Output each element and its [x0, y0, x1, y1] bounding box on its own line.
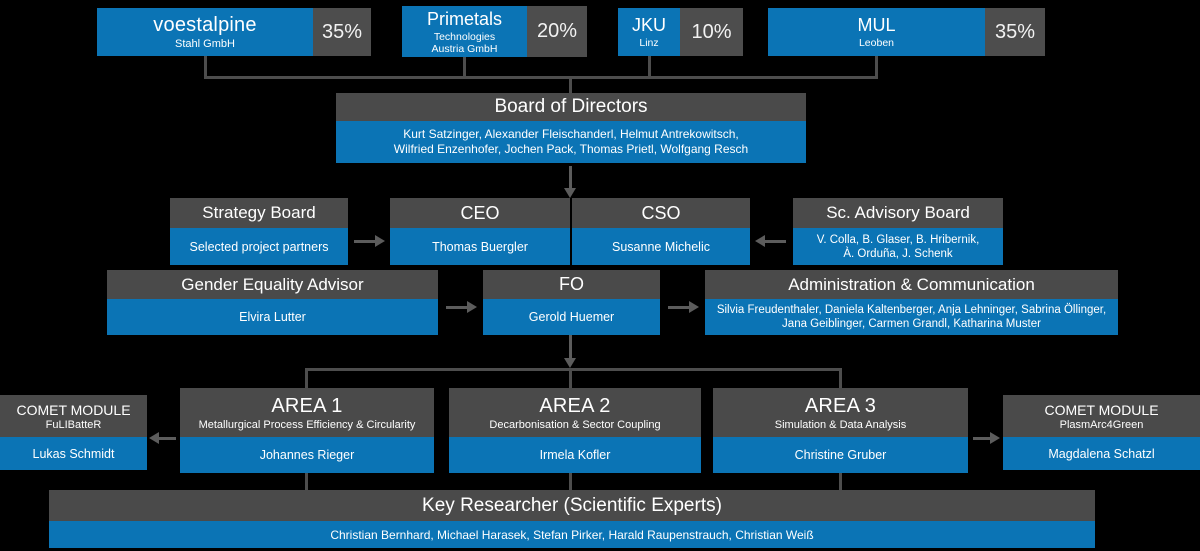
arrow-right-icon [668, 301, 699, 313]
strategy-board-box: Strategy Board Selected project partners [170, 198, 348, 265]
area1-subtitle: Metallurgical Process Efficiency & Circu… [198, 418, 416, 431]
shareholder-jku: JKU Linz [618, 8, 680, 56]
connector-line [569, 473, 572, 490]
key-researcher-title: Key Researcher (Scientific Experts) [422, 494, 722, 516]
share-percent-voestalpine: 35% [313, 8, 371, 56]
comet-left-title: COMET MODULE [16, 401, 131, 418]
connector-line [839, 473, 842, 490]
gender-equality-name: Elvira Lutter [239, 310, 306, 324]
gender-equality-title: Gender Equality Advisor [181, 274, 364, 294]
comet-left-name: Lukas Schmidt [32, 446, 115, 461]
area3-box: AREA 3 Simulation & Data Analysis Christ… [713, 388, 968, 473]
shareholder-mul: MUL Leoben [768, 8, 985, 56]
area3-name: Christine Gruber [794, 448, 887, 462]
ceo-name: Thomas Buergler [432, 239, 528, 254]
arrow-right-icon [354, 235, 385, 247]
ceo-box: CEO Thomas Buergler [390, 198, 570, 265]
ceo-title: CEO [460, 202, 500, 223]
fo-name: Gerold Huemer [528, 310, 615, 324]
shareholder-detail: Stahl GmbH [175, 37, 235, 50]
connector-line [305, 368, 308, 389]
share-percent-mul: 35% [985, 8, 1045, 56]
key-researcher-box: Key Researcher (Scientific Experts) Chri… [49, 490, 1095, 548]
cso-name: Susanne Michelic [612, 239, 710, 254]
advisory-board-members: V. Colla, B. Glaser, B. Hribernik, À. Or… [816, 233, 980, 260]
scientific-advisory-board-box: Sc. Advisory Board V. Colla, B. Glaser, … [793, 198, 1003, 265]
comet-left-subtitle: FuLIBatteR [45, 418, 102, 431]
shareholder-name: Primetals [426, 8, 502, 29]
connector-line [204, 56, 207, 79]
comet-right-title: COMET MODULE [1044, 401, 1159, 418]
shareholder-name: JKU [631, 15, 666, 35]
down-arrow-icon [564, 335, 576, 368]
arrow-left-icon [755, 235, 786, 247]
gender-equality-advisor-box: Gender Equality Advisor Elvira Lutter [107, 270, 438, 335]
board-of-directors-box: Board of Directors Kurt Satzinger, Alexa… [336, 93, 806, 163]
fo-box: FO Gerold Huemer [483, 270, 660, 335]
area1-box: AREA 1 Metallurgical Process Efficiency … [180, 388, 434, 473]
connector-line [839, 368, 842, 389]
arrow-right-icon [973, 432, 1000, 444]
fo-title: FO [559, 274, 584, 294]
strategy-board-members: Selected project partners [189, 239, 329, 254]
shareholder-name: MUL [857, 15, 896, 35]
shareholder-primetals: Primetals Technologies Austria GmbH [402, 6, 527, 57]
shareholder-detail: Leoben [858, 37, 895, 49]
connector-line [204, 76, 878, 79]
share-percent-jku: 10% [680, 8, 743, 56]
cso-title: CSO [641, 202, 681, 223]
shareholder-detail: Technologies Austria GmbH [431, 30, 498, 55]
area3-subtitle: Simulation & Data Analysis [774, 418, 907, 431]
area2-subtitle: Decarbonisation & Sector Coupling [489, 418, 661, 431]
connector-line [463, 57, 466, 79]
administration-communication-box: Administration & Communication Silvia Fr… [705, 270, 1118, 335]
area2-title: AREA 2 [539, 394, 611, 417]
shareholder-detail: Linz [639, 37, 659, 49]
connector-line [648, 56, 651, 79]
strategy-board-title: Strategy Board [202, 203, 316, 222]
board-title: Board of Directors [494, 96, 648, 117]
cso-box: CSO Susanne Michelic [572, 198, 750, 265]
area3-title: AREA 3 [804, 394, 877, 417]
administration-members: Silvia Freudenthaler, Daniela Kaltenberg… [716, 304, 1107, 330]
down-arrow-icon [564, 166, 576, 198]
key-researcher-members: Christian Bernhard, Michael Harasek, Ste… [330, 527, 814, 542]
connector-line [305, 368, 842, 371]
comet-module-plasmarc4green-box: COMET MODULE PlasmArc4Green Magdalena Sc… [1003, 395, 1200, 470]
area2-name: Irmela Kofler [539, 448, 611, 462]
shareholder-name: voestalpine [153, 13, 257, 36]
connector-line [305, 473, 308, 490]
connector-line [569, 368, 572, 389]
board-members: Kurt Satzinger, Alexander Fleischanderl,… [393, 127, 749, 156]
area1-title: AREA 1 [271, 394, 343, 417]
comet-module-fulibatter-box: COMET MODULE FuLIBatteR Lukas Schmidt [0, 395, 147, 470]
area1-name: Johannes Rieger [259, 448, 355, 462]
comet-right-subtitle: PlasmArc4Green [1059, 418, 1144, 431]
shareholder-voestalpine: voestalpine Stahl GmbH [97, 8, 313, 56]
share-percent-primetals: 20% [527, 6, 587, 57]
connector-line [875, 56, 878, 79]
administration-title: Administration & Communication [788, 274, 1035, 294]
arrow-left-icon [149, 432, 176, 444]
advisory-board-title: Sc. Advisory Board [826, 203, 970, 222]
area2-box: AREA 2 Decarbonisation & Sector Coupling… [449, 388, 701, 473]
arrow-right-icon [446, 301, 477, 313]
connector-line [569, 76, 572, 93]
comet-right-name: Magdalena Schatzl [1048, 446, 1155, 461]
